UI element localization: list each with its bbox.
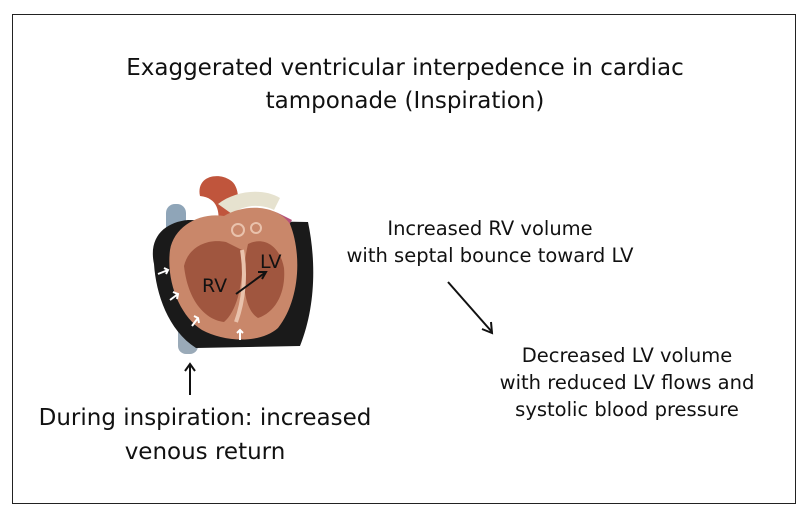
rv-volume-label-line2: with septal bounce toward LV bbox=[346, 244, 634, 267]
pulmonary-valve bbox=[250, 222, 262, 234]
inspiration-label-line1: During inspiration: increased bbox=[38, 405, 372, 431]
lv-label: LV bbox=[260, 251, 282, 273]
aortic-valve bbox=[231, 223, 245, 237]
effusion-pressure-arrows bbox=[157, 267, 244, 340]
lv-volume-label-line1: Decreased LV volume bbox=[521, 344, 733, 367]
diagonal-arrow-icon bbox=[447, 281, 494, 335]
septal-bounce-arrow bbox=[235, 271, 267, 295]
rv-volume-label-line1: Increased RV volume bbox=[387, 217, 593, 240]
rv-label: RV bbox=[202, 275, 227, 297]
diagram-title-line2: tamponade (Inspiration) bbox=[265, 88, 545, 114]
ventricular-septum bbox=[234, 249, 246, 323]
heart-illustration: RV LV bbox=[152, 176, 314, 354]
diagram-title-line1: Exaggerated ventricular interpedence in … bbox=[126, 55, 684, 81]
aortic-arch bbox=[199, 176, 239, 226]
left-ventricle-chamber bbox=[243, 241, 285, 318]
septal-bounce-arrowhead bbox=[258, 271, 268, 280]
aorta bbox=[218, 191, 280, 214]
diagram-frame bbox=[12, 14, 796, 504]
right-ventricle-chamber bbox=[184, 241, 243, 322]
inspiration-label-line2: venous return bbox=[124, 439, 286, 465]
lv-volume-label-line3: systolic blood pressure bbox=[515, 398, 739, 421]
up-arrow-icon bbox=[184, 362, 196, 395]
lv-volume-label-line2: with reduced LV flows and bbox=[499, 371, 755, 394]
